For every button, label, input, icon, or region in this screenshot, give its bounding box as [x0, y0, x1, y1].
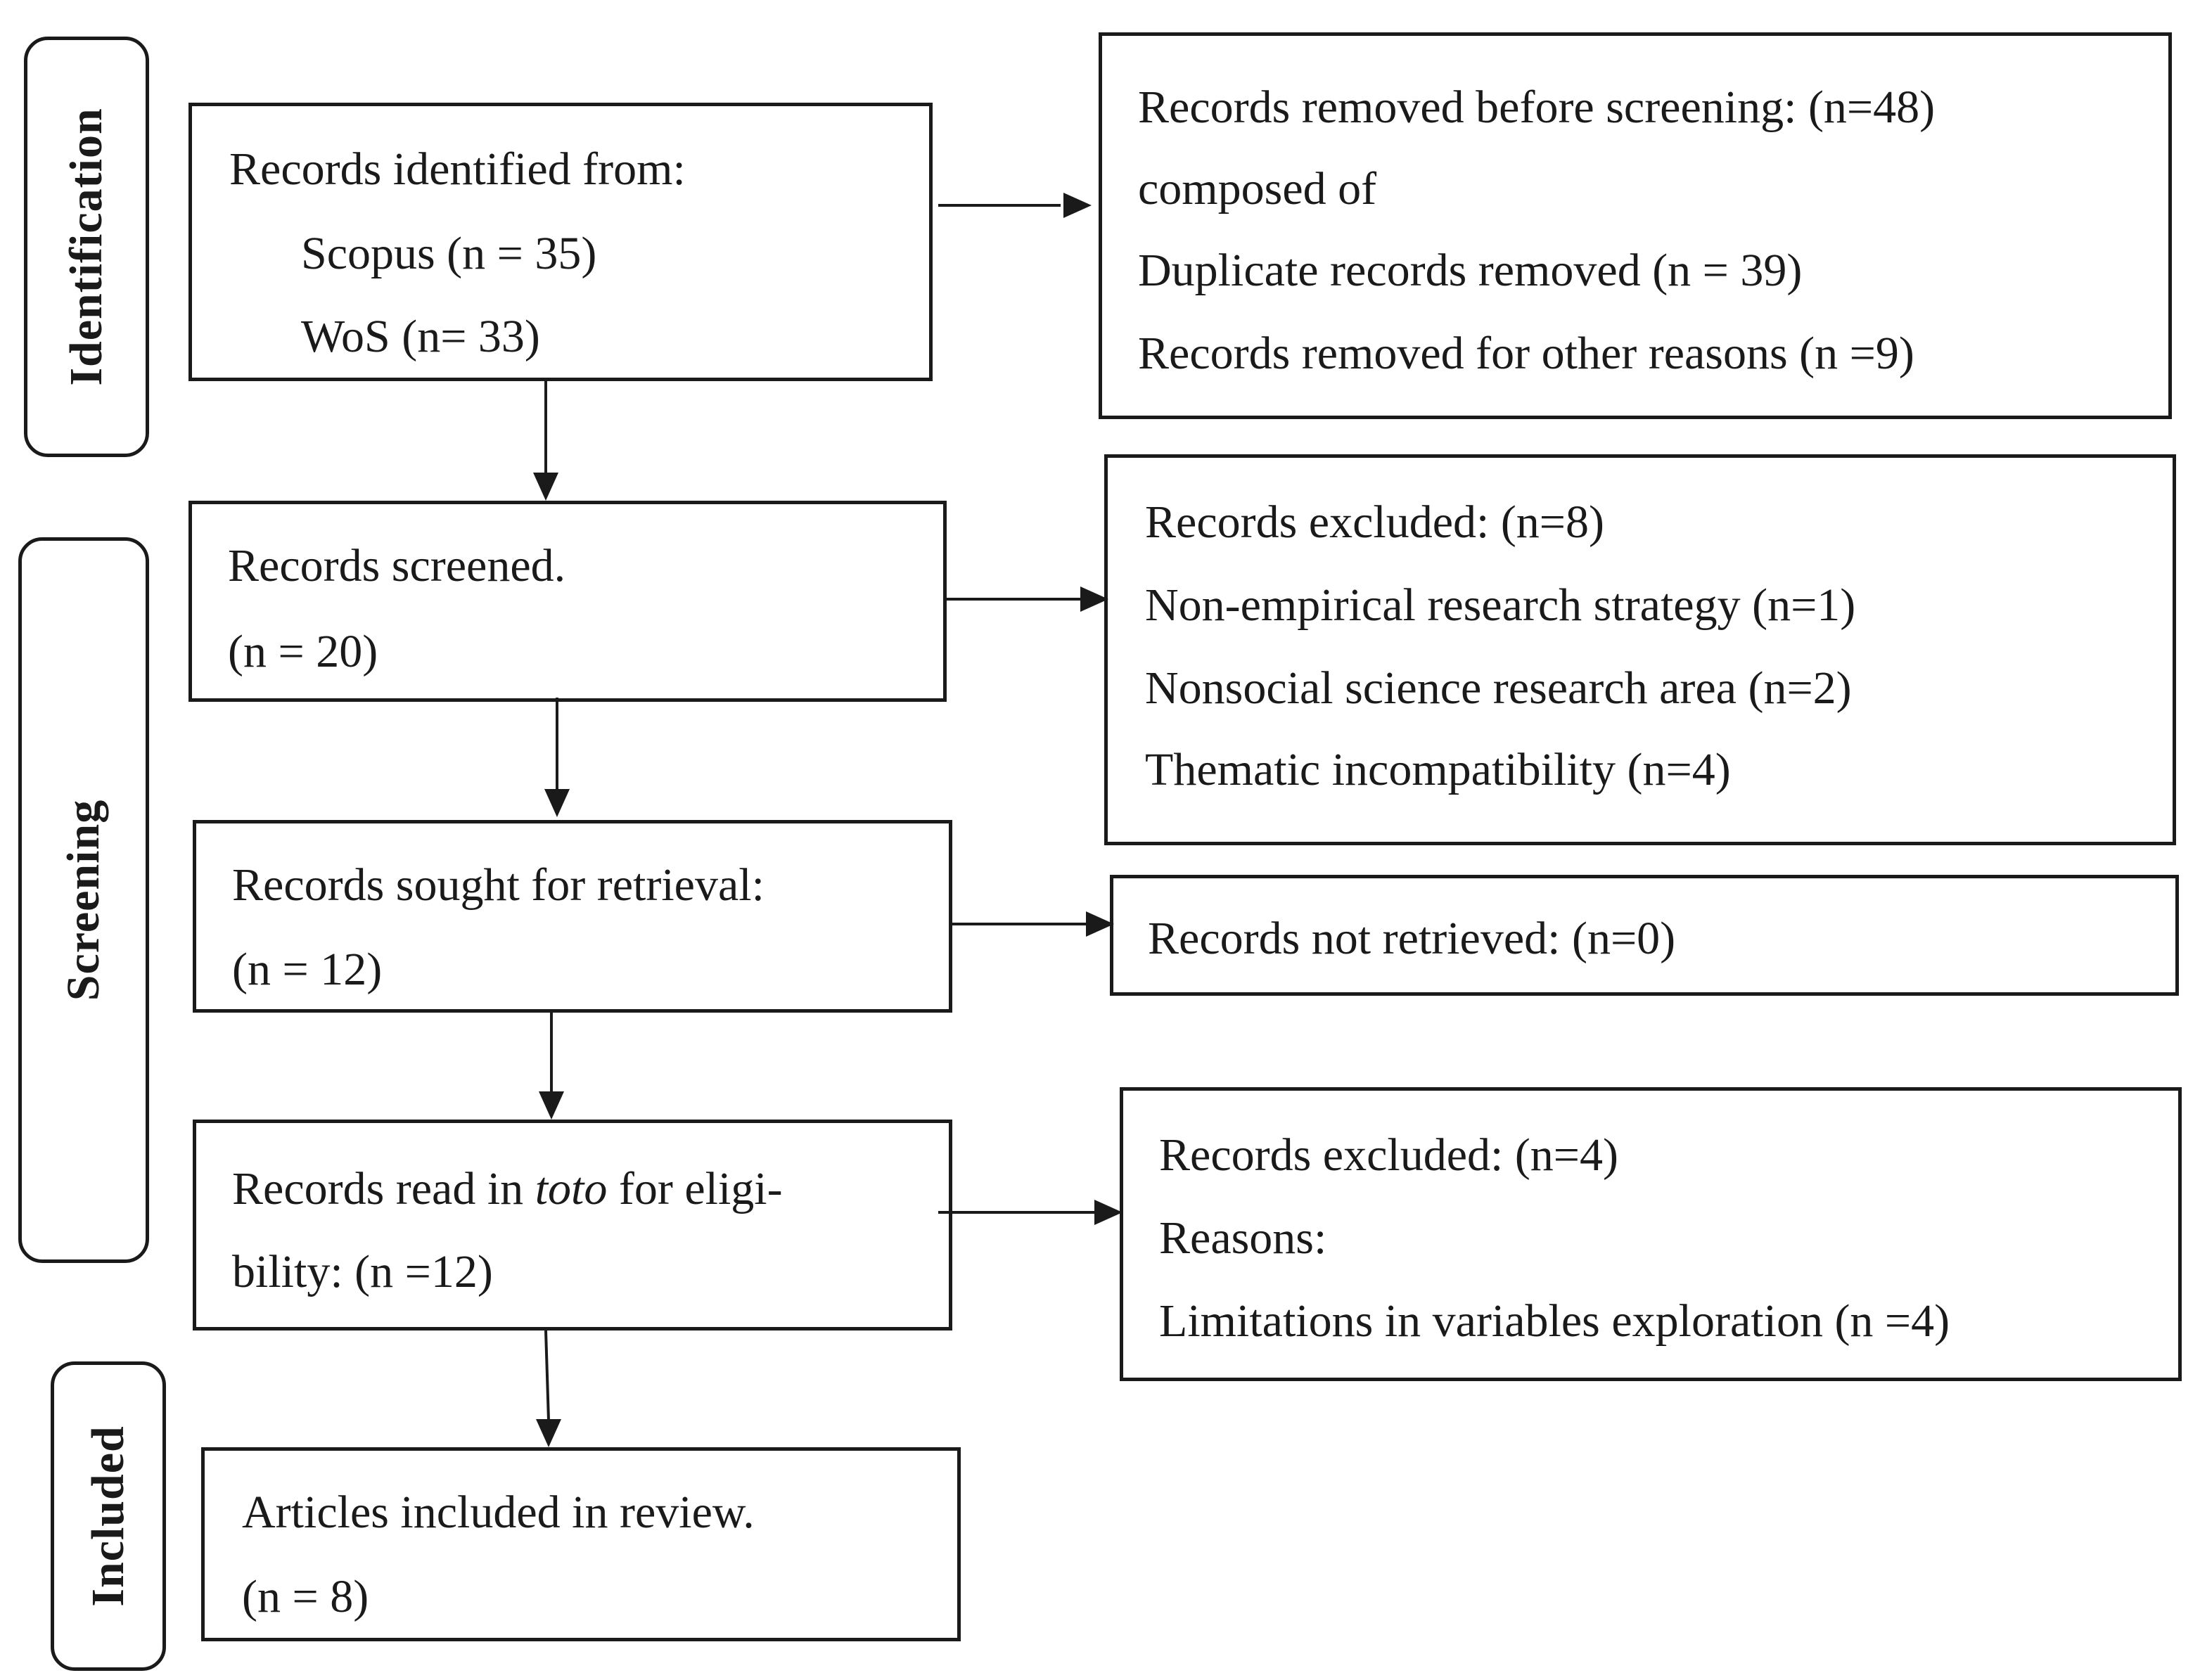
screened-line1: Records screened. [228, 540, 566, 591]
excluded-screening-line4: Thematic incompatibility (n=4) [1145, 744, 1731, 795]
arrow-head-sought [544, 789, 570, 817]
arrow-head-excluded-screening [1080, 586, 1108, 612]
excluded-screening-line2: Non-empirical research strategy (n=1) [1145, 579, 1856, 631]
screened-line2: (n = 20) [228, 626, 378, 677]
stage-identification: Identification [24, 37, 149, 457]
not-retrieved-box [1110, 875, 2179, 996]
arrow-head-included [536, 1419, 561, 1447]
excluded-screening-box [1104, 454, 2176, 845]
removed-line3: Duplicate records removed (n = 39) [1138, 245, 1803, 296]
sought-line2: (n = 12) [232, 944, 383, 995]
excluded-screening-line1: Records excluded: (n=8) [1145, 496, 1605, 548]
included-box [201, 1447, 961, 1641]
arrow-head-excluded-eligibility [1094, 1200, 1123, 1225]
read-box [193, 1120, 952, 1330]
excluded-screening-line3: Nonsocial science research area (n=2) [1145, 662, 1852, 714]
arrow-head-read [539, 1091, 564, 1120]
read-line2: bility: (n =12) [232, 1246, 493, 1297]
stage-included: Included [51, 1361, 166, 1671]
arrow-head-not-retrieved [1086, 911, 1114, 937]
identified-wos: WoS (n= 33) [301, 311, 540, 362]
arrow-read-to-included [544, 1330, 550, 1421]
excluded-eligibility-line1: Records excluded: (n=4) [1159, 1129, 1619, 1181]
read-line1-after: for eligi- [607, 1163, 783, 1214]
removed-line2: composed of [1138, 163, 1377, 214]
identified-box [188, 103, 933, 381]
read-line1-before: Records read in [232, 1163, 535, 1214]
sought-box [193, 820, 952, 1013]
removed-box [1099, 32, 2172, 419]
read-line1-italic: toto [535, 1163, 608, 1214]
screened-box [188, 501, 947, 702]
removed-line1: Records removed before screening: (n=48) [1138, 82, 1936, 133]
excluded-eligibility-box [1120, 1087, 2182, 1381]
excluded-eligibility-line3: Limitations in variables exploration (n … [1159, 1295, 1950, 1347]
included-line2: (n = 8) [242, 1571, 369, 1622]
included-line1: Articles included in review. [242, 1487, 755, 1538]
stage-screening: Screening [18, 537, 149, 1263]
arrow-head-removed [1063, 193, 1092, 218]
identified-heading: Records identified from: [229, 143, 686, 195]
not-retrieved-line1: Records not retrieved: (n=0) [1148, 913, 1676, 964]
arrow-head-screened [533, 473, 558, 501]
removed-line4: Records removed for other reasons (n =9) [1138, 328, 1914, 379]
excluded-eligibility-line2: Reasons: [1159, 1212, 1327, 1264]
identified-scopus: Scopus (n = 35) [301, 228, 597, 279]
sought-line1: Records sought for retrieval: [232, 859, 765, 911]
read-line1: Records read in toto for eligi- [232, 1166, 783, 1212]
